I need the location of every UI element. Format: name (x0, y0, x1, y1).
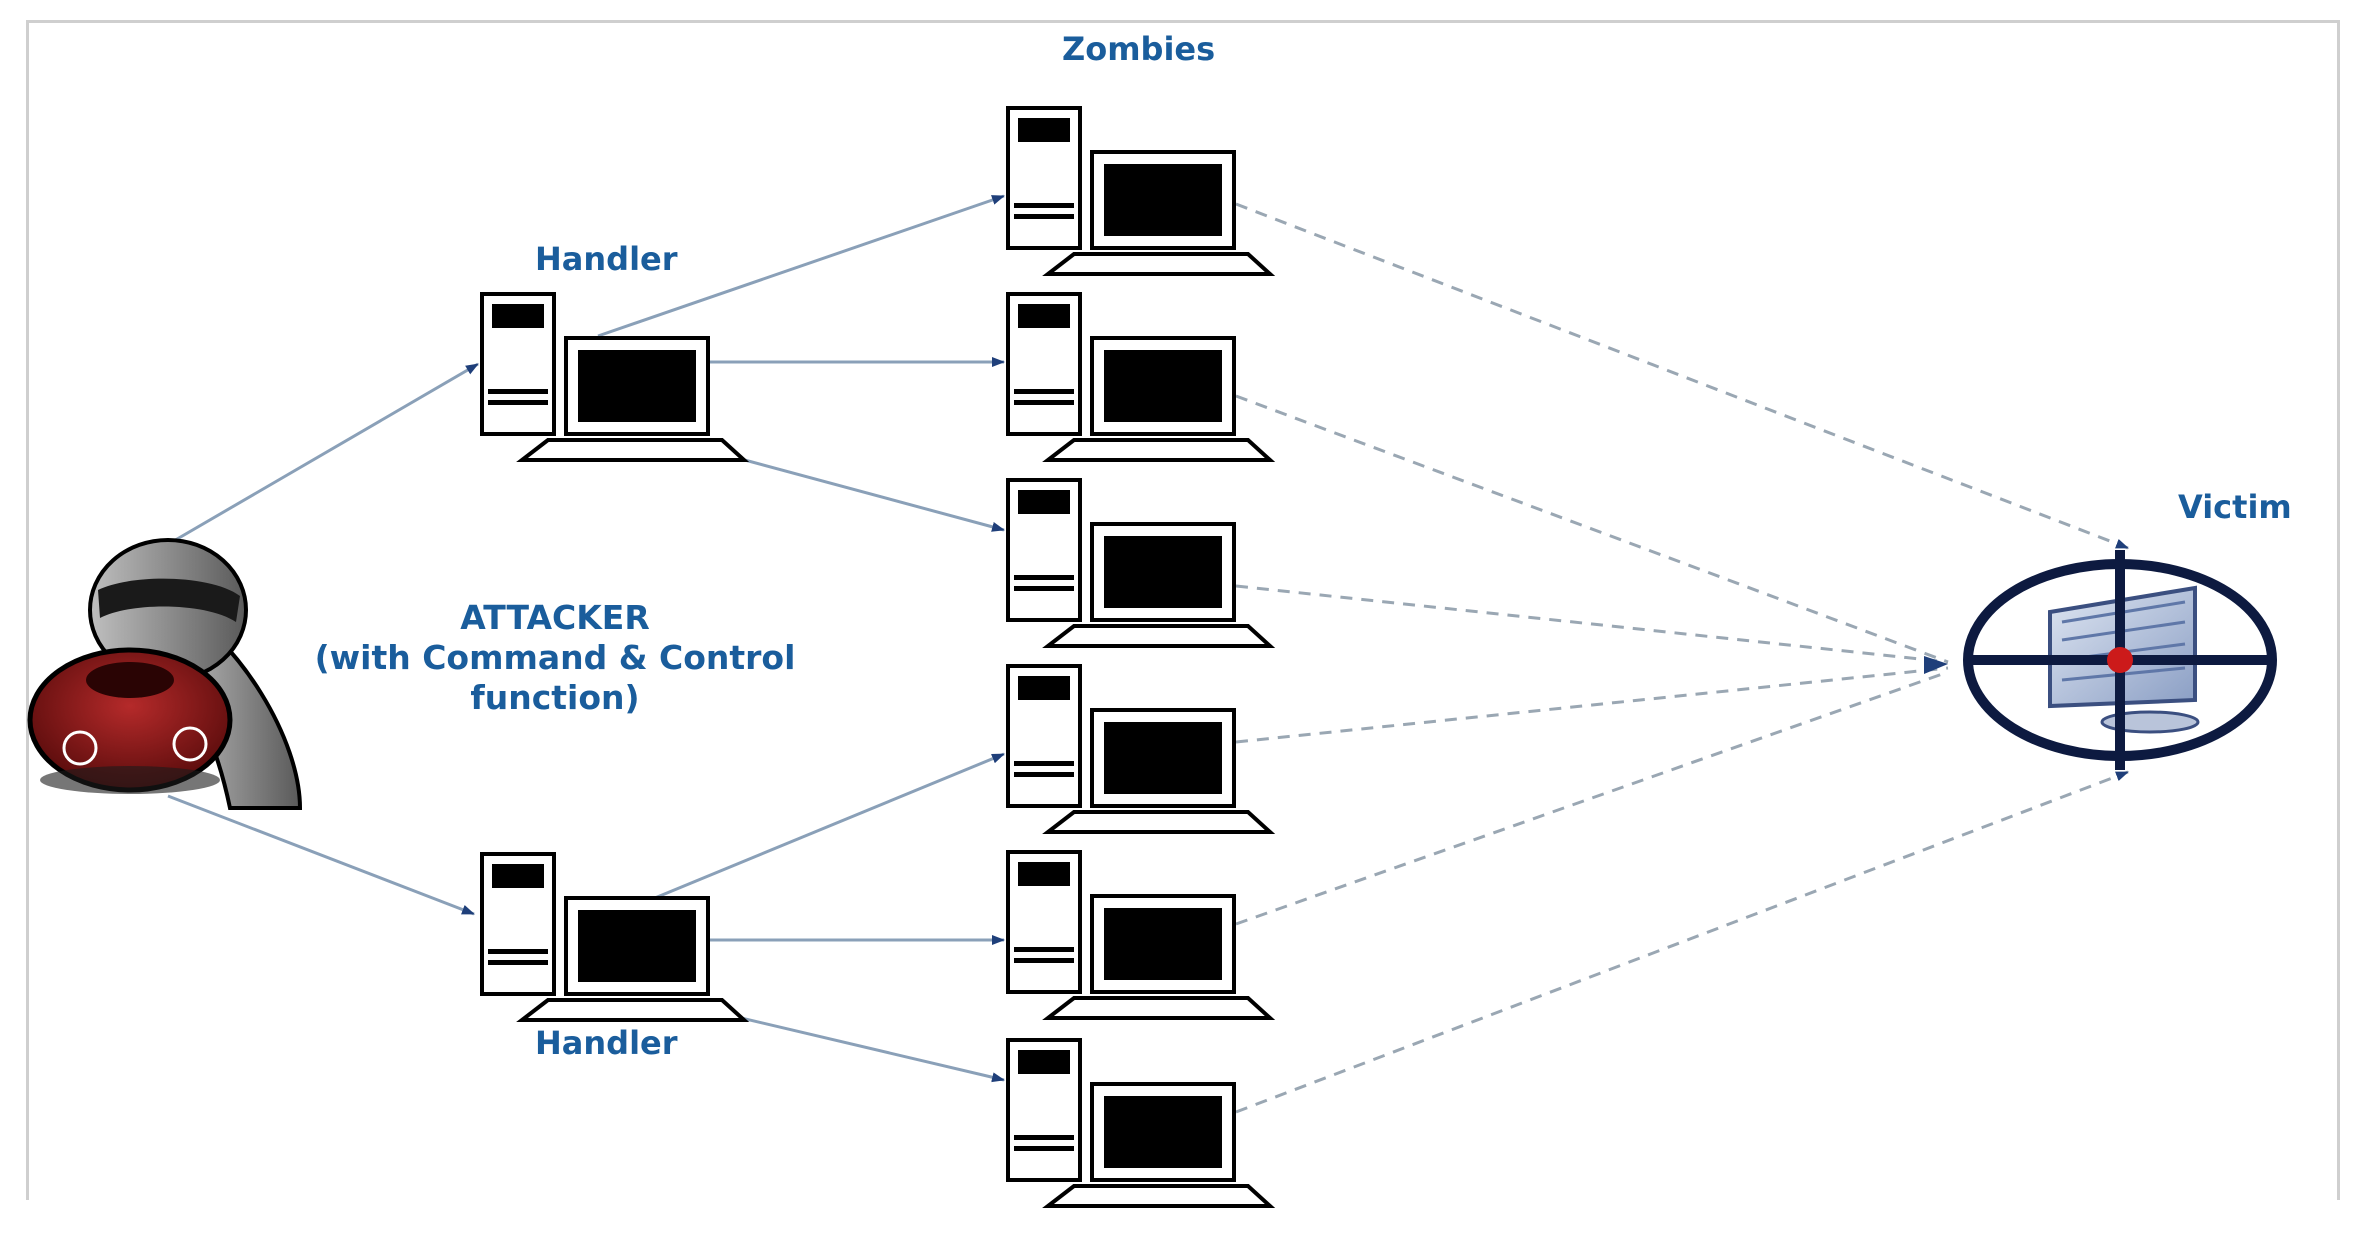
link-handler-top-zombie-1 (597, 194, 1005, 338)
handler-bottom-label: Handler (535, 1024, 678, 1062)
link-handler-bottom-zombie-4 (649, 752, 1005, 902)
zombie-2-computer-icon (1006, 292, 1272, 462)
zombie-1-computer-icon (1006, 106, 1272, 276)
victim-arrow-head (1924, 656, 1948, 674)
zombie-6-computer-icon (1006, 1038, 1272, 1208)
attack-zombie-3 (1235, 584, 1949, 664)
attack-zombie-1 (1235, 202, 2129, 550)
victim-label: Victim (2178, 488, 2292, 526)
attacker-label: ATTACKER (with Command & Control functio… (255, 598, 855, 718)
zombie-3-computer-icon (1006, 478, 1272, 648)
hacker-icon (27, 538, 303, 810)
zombie-4-computer-icon (1006, 664, 1272, 834)
attacker-label-line-3: function) (470, 678, 640, 717)
handler-top-label: Handler (535, 240, 678, 278)
attack-zombie-6 (1235, 770, 2129, 1114)
diagram-frame (26, 20, 2340, 1200)
zombie-5-computer-icon (1006, 850, 1272, 1020)
zombies-label: Zombies (1062, 30, 1216, 68)
link-attacker-handler-bottom (167, 794, 475, 916)
attack-zombie-5 (1235, 670, 1949, 926)
attack-zombie-4 (1235, 666, 1949, 744)
attacker-label-line-1: ATTACKER (460, 598, 650, 637)
attacker-label-line-2: (with Command & Control (314, 638, 796, 677)
attack-zombie-2 (1235, 394, 1949, 664)
link-attacker-handler-top (171, 362, 479, 544)
crosshair-target-icon (1963, 550, 2277, 770)
handler-top-computer-icon (480, 292, 746, 462)
